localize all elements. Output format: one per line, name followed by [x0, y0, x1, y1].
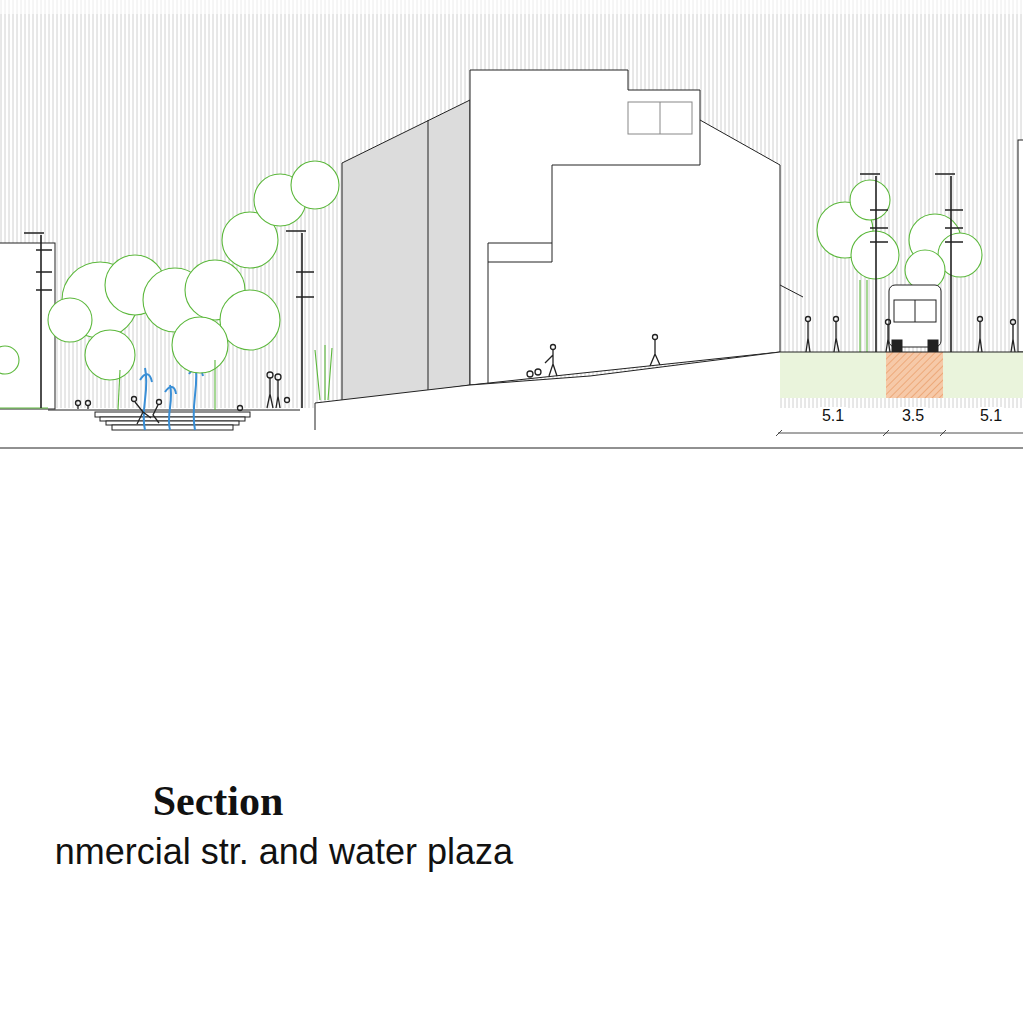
bus	[889, 285, 941, 352]
sky-hatching	[0, 0, 1023, 408]
plaza-steps	[95, 412, 250, 430]
ground-line	[0, 352, 1023, 448]
left-building	[0, 243, 55, 409]
central-building	[342, 70, 803, 403]
section-title: Section	[153, 777, 284, 825]
dimension-line	[776, 430, 1023, 436]
street-section	[780, 352, 1023, 398]
dimension-label: 5.1	[978, 407, 1004, 425]
dimension-label: 5.1	[820, 407, 846, 425]
dimension-label: 3.5	[900, 407, 926, 425]
section-caption: nmercial str. and water plaza	[55, 831, 513, 873]
